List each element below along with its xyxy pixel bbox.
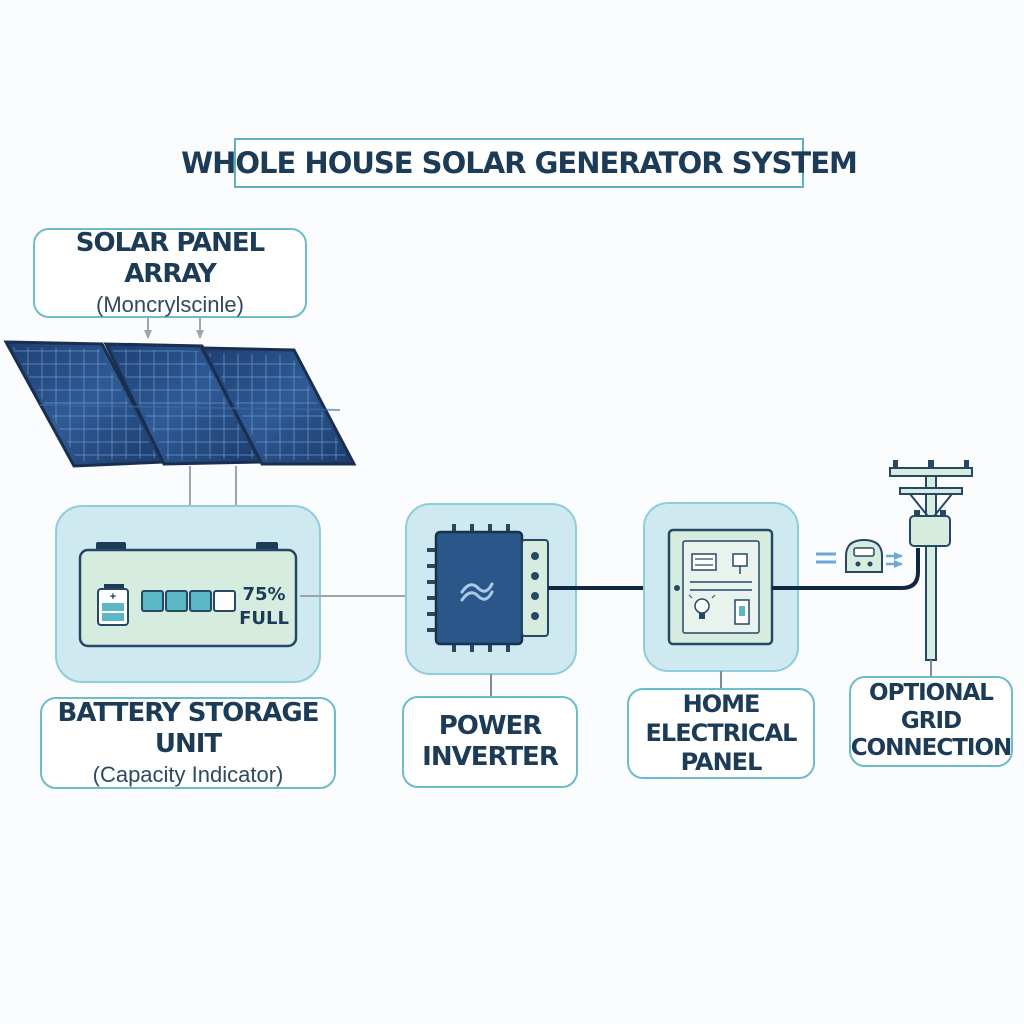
power-inverter — [405, 503, 577, 675]
solar-panel-title: SOLAR PANEL ARRAY — [75, 227, 265, 289]
grid-title-line2: CONNECTION — [850, 735, 1013, 762]
label-pointer-arrows — [144, 318, 204, 339]
solar-panel-label: SOLAR PANEL ARRAY (Moncrylscinle) — [33, 228, 307, 318]
outlet-icon — [734, 599, 750, 625]
battery-gauge-segment — [213, 590, 236, 612]
inverter-label: POWER INVERTER — [402, 696, 578, 788]
inverter-pins-left — [427, 548, 437, 632]
meter-icon — [732, 553, 748, 574]
transfer-switch-icon — [845, 538, 883, 573]
battery-full-text: FULL — [239, 608, 289, 629]
breaker-icon — [691, 553, 717, 571]
home-panel-label: HOME ELECTRICAL PANEL — [627, 688, 815, 779]
battery-title: BATTERY STORAGE UNIT — [57, 697, 319, 759]
battery-storage-unit: + 75% FULL — [55, 505, 321, 683]
battery-subtitle: (Capacity Indicator) — [92, 762, 284, 787]
battery-gauge-segment — [141, 590, 164, 612]
home-electrical-panel — [643, 502, 799, 672]
battery-percent-text: 75% — [242, 584, 285, 605]
inverter-title-line2: INVERTER — [422, 742, 559, 772]
grid-wire — [772, 548, 920, 590]
solar-panel-subtitle: (Moncrylscinle) — [96, 292, 244, 317]
utility-pole-icon — [889, 460, 973, 661]
diagram-title: WHOLE HOUSE SOLAR GENERATOR SYSTEM — [181, 138, 858, 188]
panel-door-latch — [674, 585, 680, 591]
solar-panel-array-icon — [3, 340, 357, 468]
battery-plus-icon: + — [110, 591, 116, 603]
wave-icon — [460, 582, 494, 602]
battery-capacity-gauge — [141, 590, 236, 612]
inverter-title-line1: POWER — [438, 710, 543, 741]
home-panel-title-line2: PANEL — [680, 747, 763, 776]
inverter-pins-top — [452, 524, 510, 652]
battery-label: BATTERY STORAGE UNIT (Capacity Indicator… — [40, 697, 336, 789]
solar-panel-3 — [199, 346, 357, 466]
grid-label: OPTIONAL GRID CONNECTION — [849, 676, 1013, 767]
light-bulb-icon — [688, 594, 716, 619]
grid-title-line1: OPTIONAL GRID — [869, 680, 994, 734]
home-panel-title-line1: HOME ELECTRICAL — [645, 690, 798, 748]
battery-gauge-segment — [165, 590, 188, 612]
transformer-icon — [909, 515, 951, 547]
battery-level-icon: + — [97, 584, 129, 626]
panel-to-grid-connection — [772, 538, 920, 590]
label-connector-lines — [490, 660, 932, 696]
battery-gauge-segment — [189, 590, 212, 612]
